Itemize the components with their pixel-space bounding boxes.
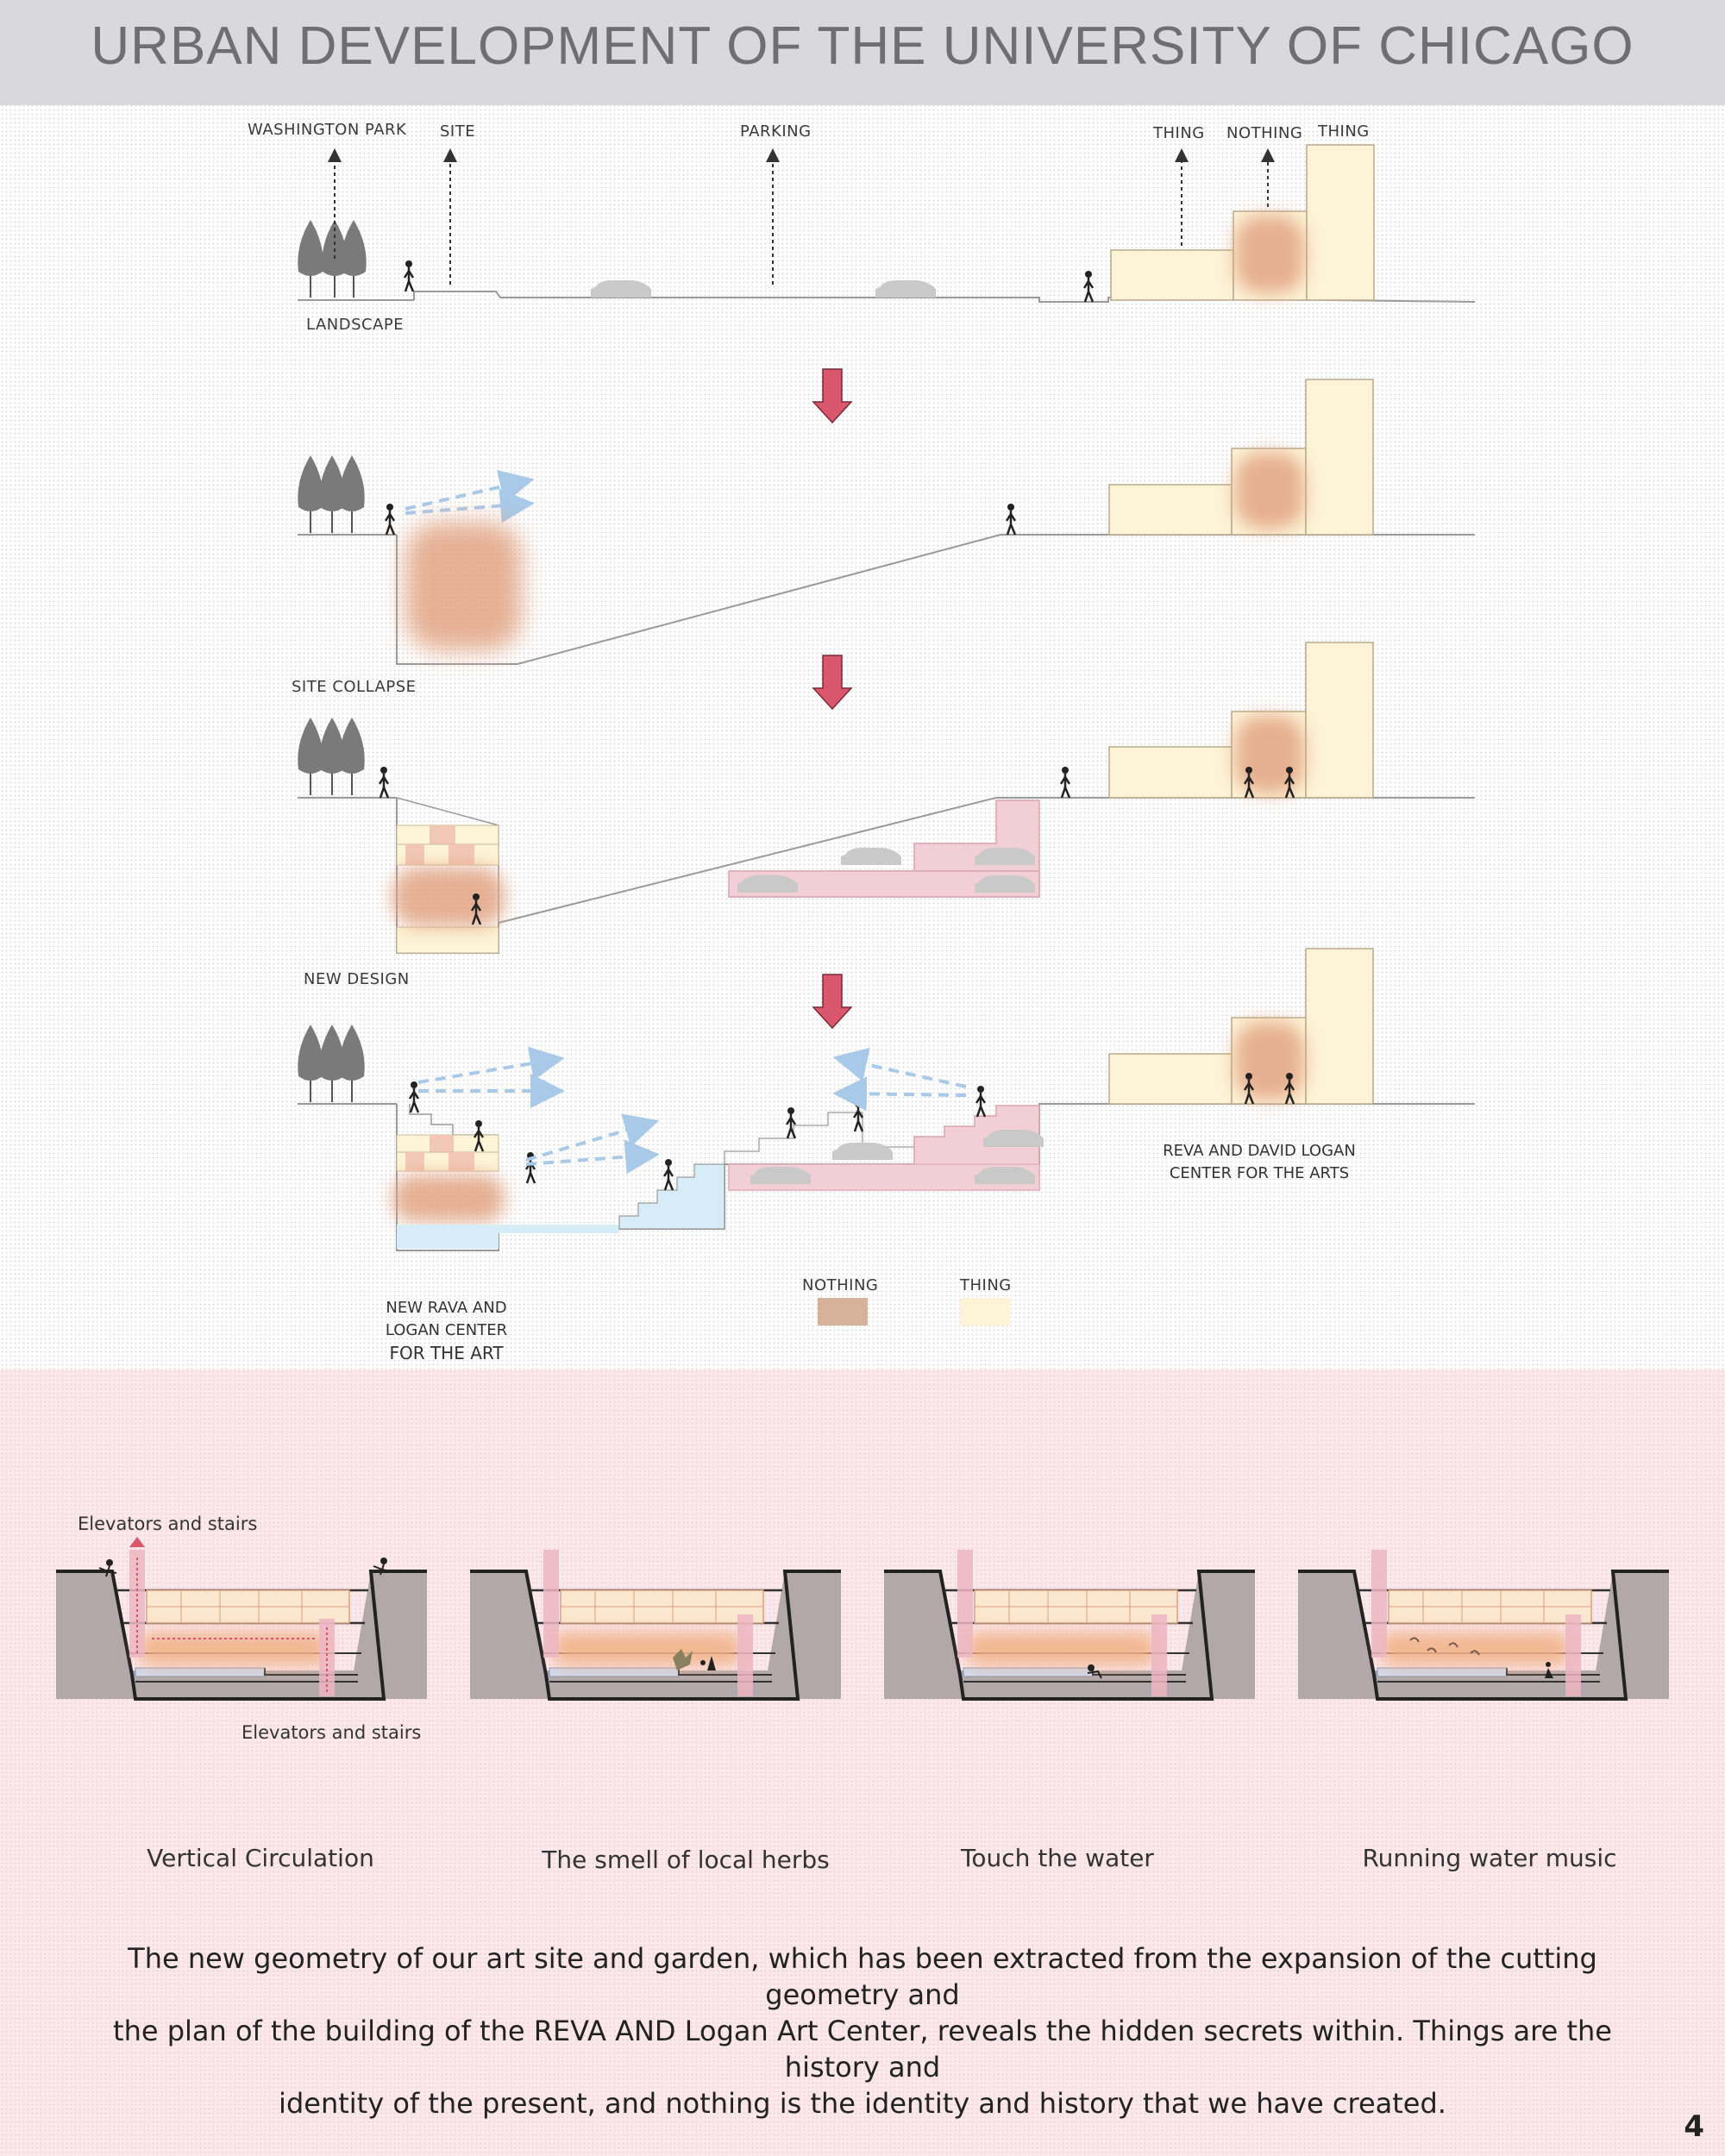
caption-landscape: LANDSCAPE: [306, 316, 405, 334]
label-logan-center: REVA AND DAVID LOGAN CENTER FOR THE ARTS: [1163, 1142, 1356, 1182]
legend-label-nothing: NOTHING: [802, 1276, 879, 1294]
page-number: 4: [1684, 2109, 1704, 2144]
title-banner: [0, 0, 1725, 105]
caption-vertical-circulation: Vertical Circulation: [147, 1844, 374, 1872]
caption-touch-water: Touch the water: [961, 1844, 1154, 1872]
caption-new-design: NEW DESIGN: [304, 970, 410, 988]
caption-site-collapse: SITE COLLAPSE: [292, 678, 417, 696]
caption-local-herbs: The smell of local herbs: [542, 1846, 830, 1874]
note-elevators-top: Elevators and stairs: [78, 1514, 258, 1534]
label-washington-park: WASHINGTON PARK: [248, 121, 407, 139]
legend-swatch-thing: [960, 1298, 1010, 1326]
detail-vertical-circulation: [56, 1537, 427, 1699]
caption-running-water: Running water music: [1362, 1844, 1617, 1872]
section-landscape: [297, 144, 1476, 304]
label-nothing: NOTHING: [1226, 124, 1303, 142]
page-title: URBAN DEVELOPMENT OF THE UNIVERSITY OF C…: [91, 16, 1634, 76]
label-thing-1: THING: [1153, 124, 1205, 142]
caption-new-center: NEW RAVA AND LOGAN CENTER FOR THE ART: [385, 1299, 508, 1363]
detail-touch-water: [884, 1550, 1255, 1699]
detail-running-water-music: [1298, 1550, 1669, 1699]
label-parking: PARKING: [740, 122, 812, 141]
section-new-design: [297, 642, 1475, 954]
section-diagrams: [297, 144, 1476, 1326]
detail-local-herbs: [470, 1550, 841, 1699]
legend-label-thing: THING: [960, 1276, 1012, 1294]
detail-band: [0, 1369, 1725, 2156]
section-site-collapse: [297, 379, 1475, 665]
label-site: SITE: [440, 122, 476, 141]
label-thing-2: THING: [1318, 122, 1370, 141]
note-elevators-bottom: Elevators and stairs: [242, 1722, 422, 1743]
description-paragraph: The new geometry of our art site and gar…: [113, 1942, 1612, 2120]
legend-swatch-nothing: [818, 1298, 868, 1326]
section-new-center: [297, 948, 1475, 1251]
